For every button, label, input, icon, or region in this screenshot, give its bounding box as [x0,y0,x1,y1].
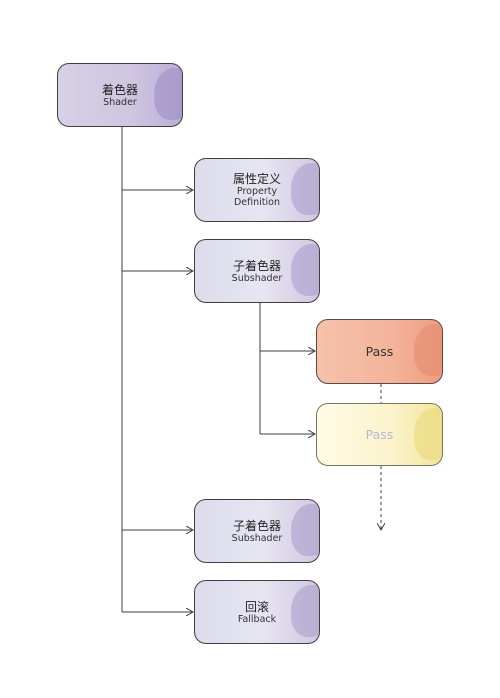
node-property-definition: 属性定义 Property Definition [194,158,320,222]
node-shader-en: Shader [103,96,137,108]
node-fallback: 回滚 Fallback [194,580,320,644]
node-subshader-1-zh: 子着色器 [232,258,281,273]
node-subshader-2-en: Subshader [231,532,283,544]
node-property-zh: 属性定义 [232,172,281,186]
node-shader-zh: 着色器 [101,82,138,97]
node-fallback-zh: 回滚 [244,599,269,614]
node-pass-1: Pass [316,319,443,384]
node-subshader-2: 子着色器 Subshader [194,499,320,563]
node-subshader-1: 子着色器 Subshader [194,239,320,303]
node-property-en-2: Definition [233,197,280,208]
node-pass-2: Pass [316,403,443,466]
node-subshader-2-zh: 子着色器 [232,518,281,533]
node-property-en-1: Property [236,186,278,197]
node-pass-2-label: Pass [365,427,394,442]
node-pass-1-label: Pass [365,344,394,359]
node-subshader-1-en: Subshader [231,272,283,284]
node-shader: 着色器 Shader [57,63,183,127]
node-fallback-en: Fallback [237,613,277,625]
